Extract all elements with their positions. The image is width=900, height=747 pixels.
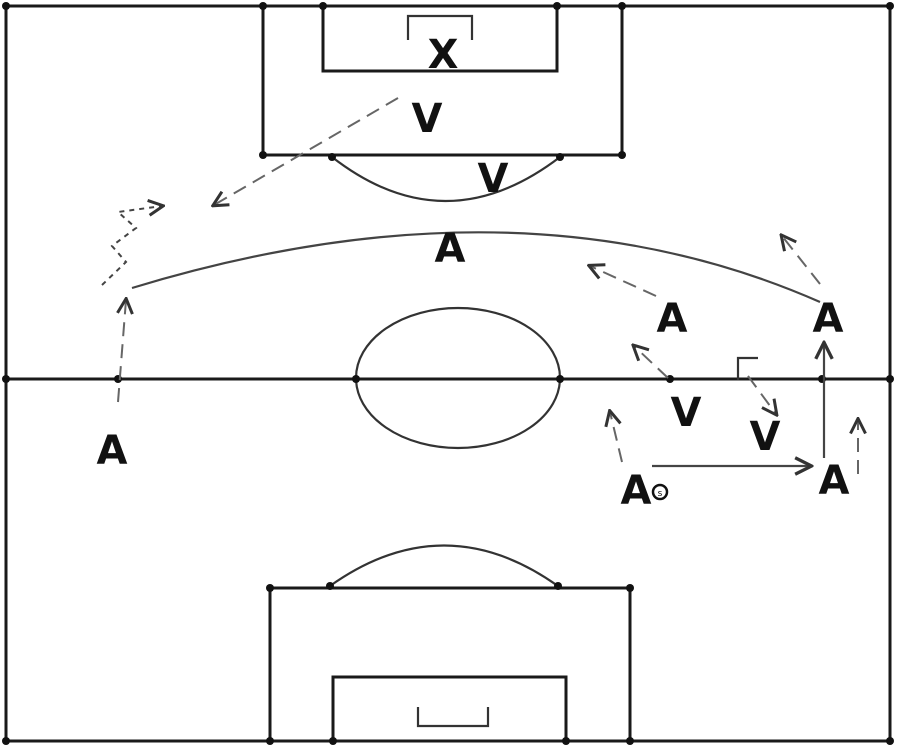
ball-icon bbox=[651, 483, 669, 501]
bottom-penalty-area bbox=[268, 586, 632, 741]
top-penalty-arc bbox=[331, 156, 561, 202]
attacker-marker: A bbox=[813, 296, 844, 342]
defender-marker: V bbox=[412, 96, 443, 142]
top-goal-area bbox=[321, 6, 559, 73]
attacker-marker: A bbox=[657, 296, 688, 342]
defender-marker: V bbox=[750, 414, 781, 460]
top-goal bbox=[406, 14, 474, 40]
winger-dribble-line bbox=[101, 206, 162, 286]
attacker-marker: A bbox=[621, 468, 652, 514]
defender-v-right-run-line bbox=[747, 375, 776, 414]
ball-label: s bbox=[658, 489, 663, 499]
defender-marker: V bbox=[671, 390, 702, 436]
bottom-goal bbox=[416, 707, 490, 728]
players: X V V V V A A A A A A s bbox=[97, 32, 850, 514]
bottom-goal-area bbox=[331, 675, 568, 741]
right-run-line bbox=[782, 236, 821, 285]
bottom-penalty-arc bbox=[329, 544, 559, 587]
goalkeeper-marker: X bbox=[428, 32, 459, 78]
defender-run-line bbox=[214, 97, 399, 205]
movement-lines bbox=[101, 97, 858, 474]
long-pass-line bbox=[131, 231, 821, 304]
ball-carrier-run-line bbox=[610, 412, 623, 463]
defender-marker: V bbox=[478, 156, 509, 202]
defender-v-run-line bbox=[634, 346, 669, 379]
attacker-marker: A bbox=[435, 226, 466, 272]
field-boundary bbox=[4, 4, 892, 743]
midfield-run-line bbox=[590, 266, 657, 297]
field-lines bbox=[4, 4, 892, 743]
winger-run-line bbox=[118, 300, 126, 403]
flag-marker bbox=[736, 356, 758, 380]
attacker-marker: A bbox=[819, 458, 850, 504]
top-penalty-area bbox=[261, 6, 624, 157]
attacker-marker: A bbox=[97, 428, 128, 474]
